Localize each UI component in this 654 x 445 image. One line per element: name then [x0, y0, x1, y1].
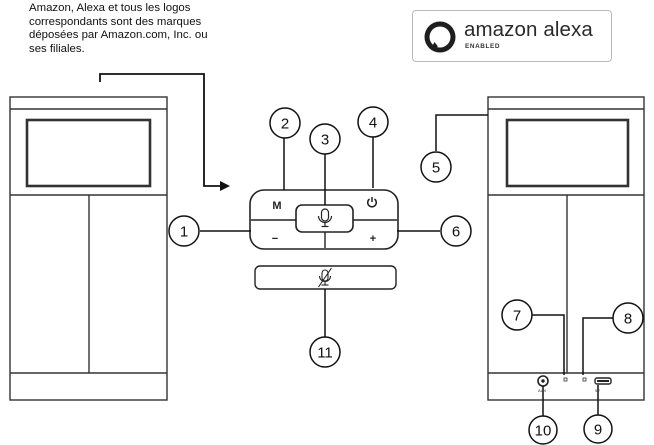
right-speaker-back: [487, 96, 645, 401]
note-pointer-arrow: [99, 73, 230, 191]
indicator-led-left: [563, 377, 568, 382]
callout-2: 2: [269, 107, 301, 139]
callout-number: 9: [594, 422, 602, 439]
trademark-note-line: Amazon, Alexa et tous les logos: [29, 2, 191, 14]
callout-3: 3: [309, 123, 341, 155]
mode-button[interactable]: M: [272, 200, 281, 212]
left-speaker-front: [9, 96, 168, 401]
callout-9: 9: [583, 414, 613, 444]
callout-number: 4: [369, 115, 377, 132]
volume-up-button[interactable]: +: [370, 233, 376, 245]
microphone-muted-icon: [318, 267, 332, 288]
control-panel: [249, 189, 399, 250]
callout-number: 10: [535, 423, 552, 440]
callout-leaders: [200, 114, 614, 420]
callout-number: 1: [180, 224, 188, 241]
trademark-note-line: ses filiales.: [29, 42, 85, 55]
microphone-icon[interactable]: [317, 208, 333, 228]
callout-1: 1: [168, 215, 200, 247]
alexa-ring-icon: [424, 21, 456, 53]
usb-port: 5V: [594, 377, 612, 393]
callout-5: 5: [420, 151, 452, 183]
trademark-note: Amazon, Alexa et tous les logos correspo…: [29, 2, 299, 56]
alexa-brand-text: amazon alexa: [464, 18, 593, 41]
callout-number: 2: [281, 116, 289, 133]
callout-8: 8: [612, 302, 644, 334]
volume-down-button[interactable]: −: [272, 233, 278, 245]
callout-11: 11: [309, 336, 341, 368]
callout-7: 7: [501, 299, 533, 331]
callout-number: 6: [452, 224, 460, 241]
alexa-enabled-text: ENABLED: [465, 43, 501, 50]
callout-6: 6: [440, 215, 472, 247]
trademark-note-line: déposées par Amazon.com, Inc. ou: [29, 29, 208, 41]
callout-10: 10: [528, 415, 558, 445]
power-icon[interactable]: [367, 197, 377, 208]
alexa-enabled-badge: amazon alexa ENABLED: [412, 10, 612, 62]
indicator-led-right: [582, 377, 587, 382]
callout-number: 11: [317, 345, 333, 362]
callout-number: 3: [321, 132, 329, 149]
callout-4: 4: [357, 106, 389, 138]
callout-number: 5: [432, 160, 440, 177]
trademark-note-line: correspondants sont des marques: [29, 15, 202, 28]
callout-number: 7: [513, 308, 521, 325]
callout-number: 8: [624, 311, 632, 328]
